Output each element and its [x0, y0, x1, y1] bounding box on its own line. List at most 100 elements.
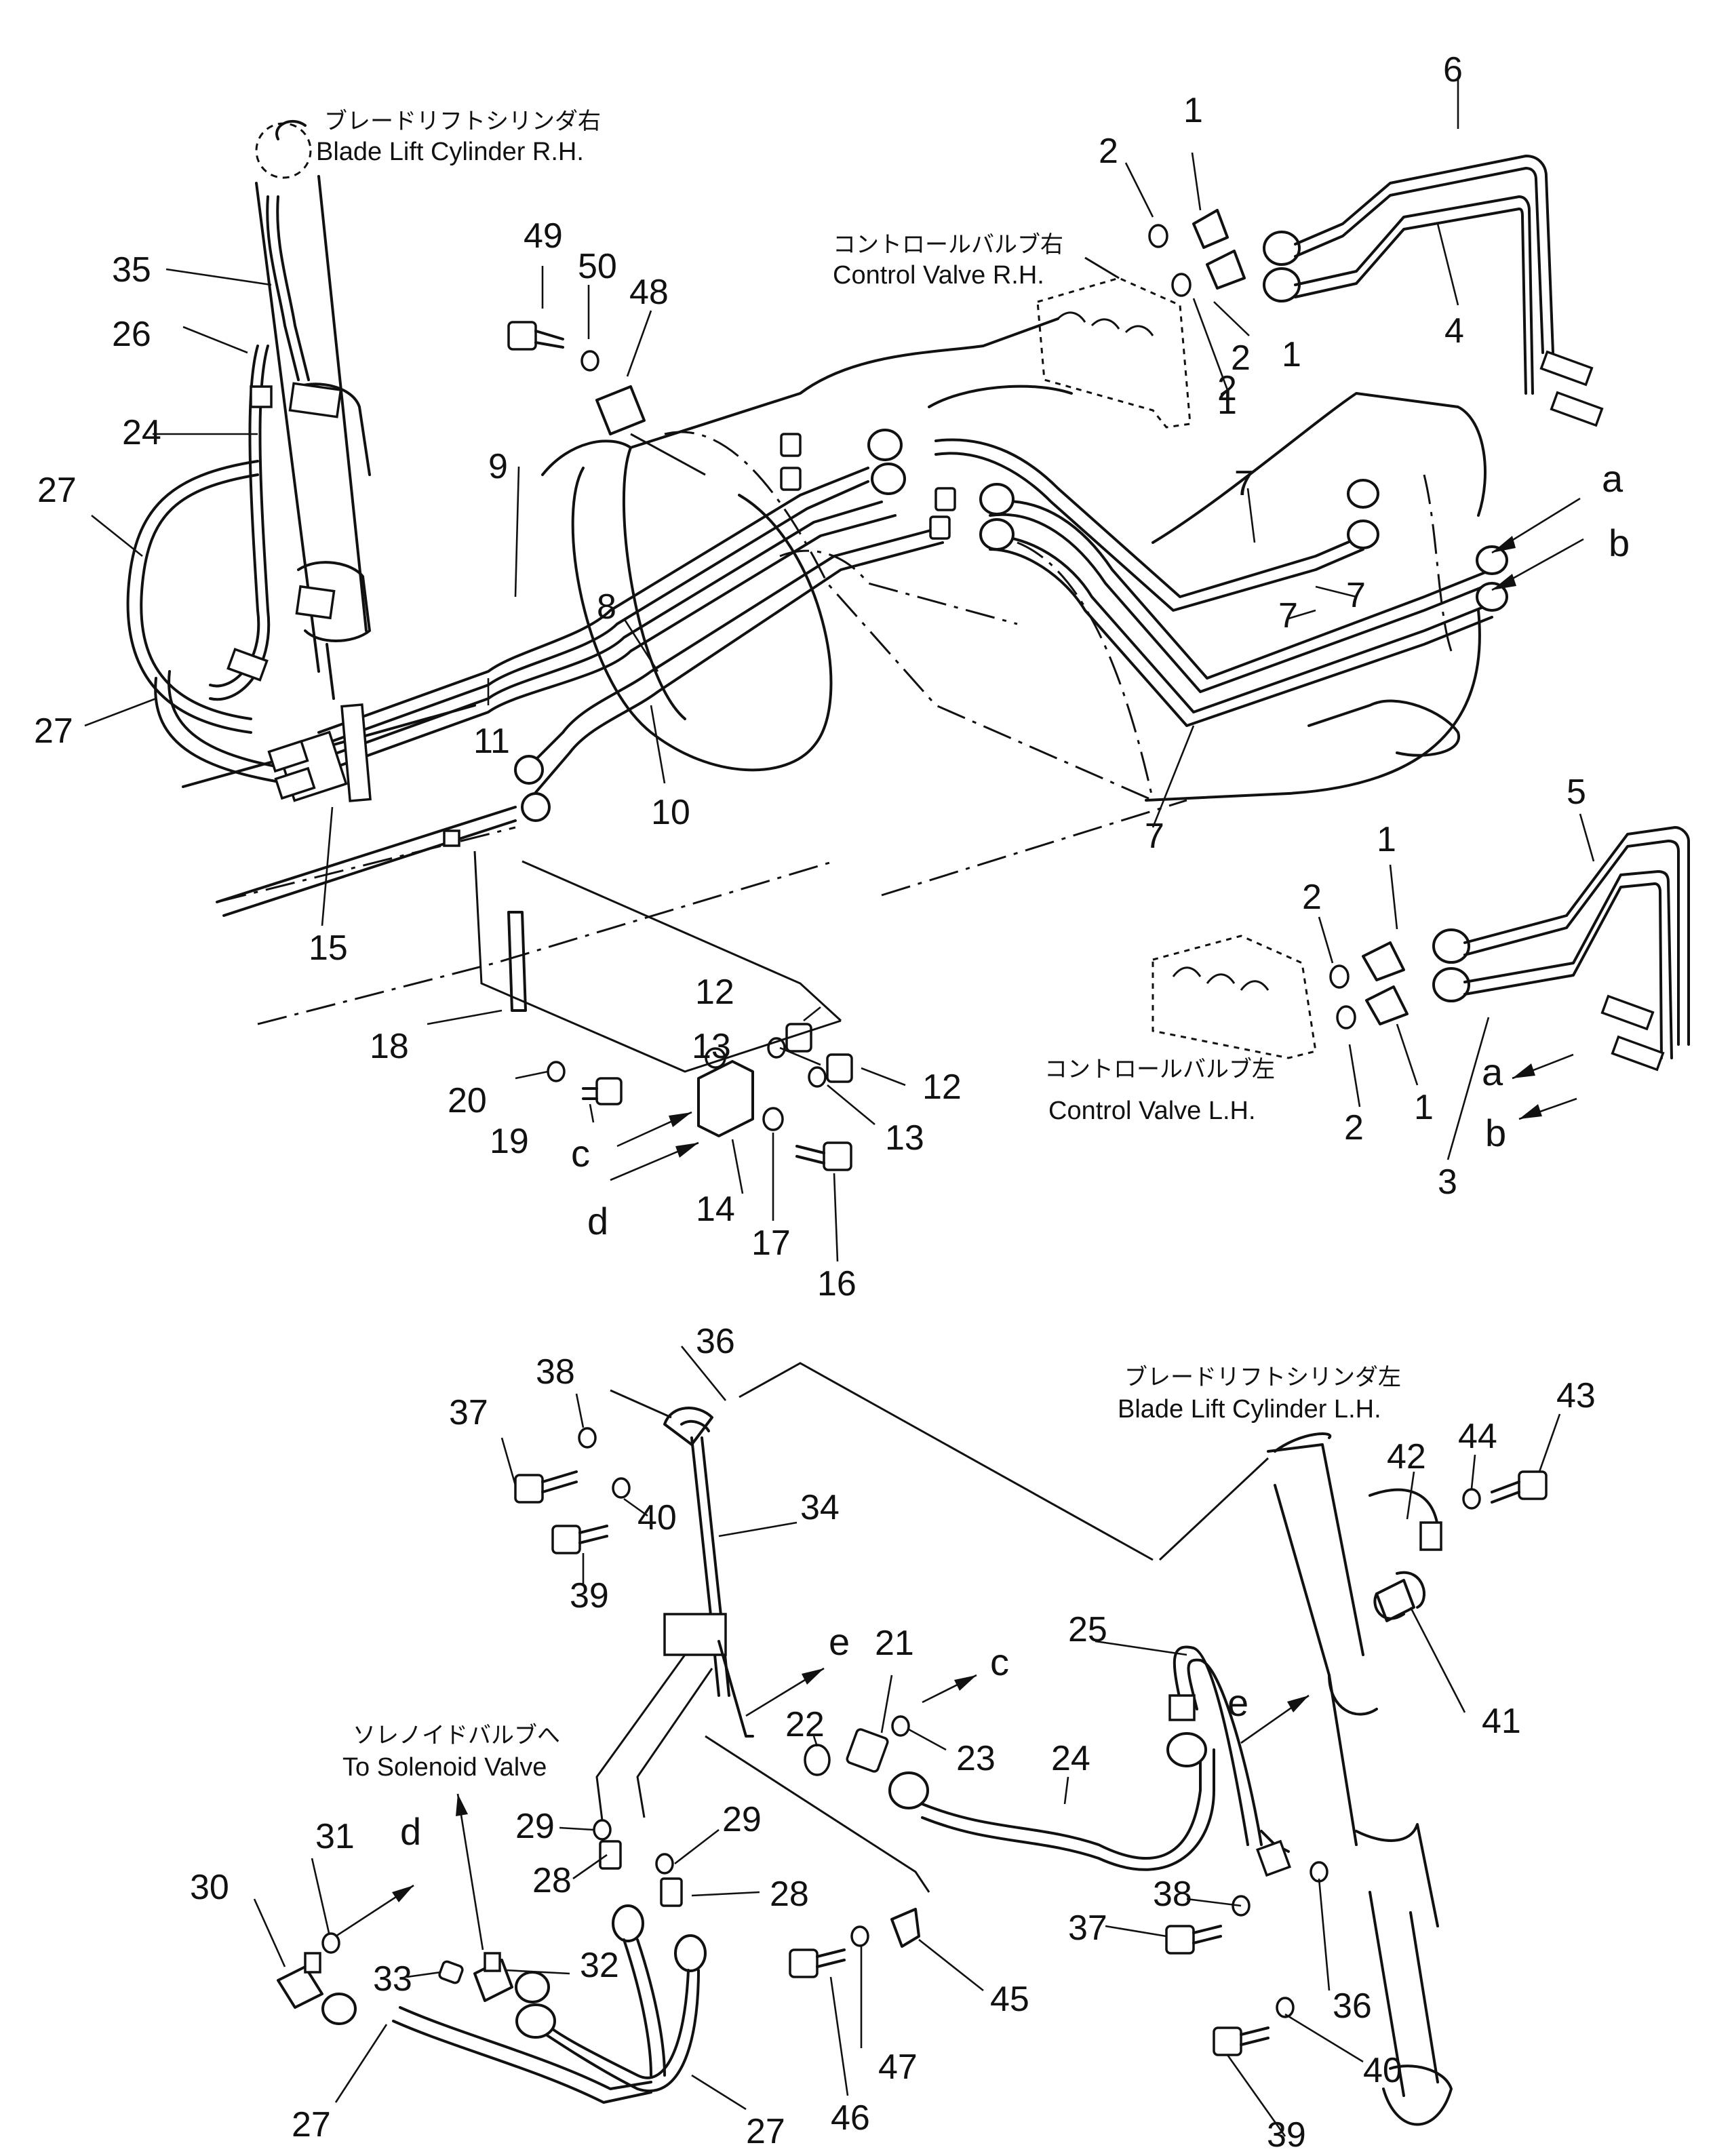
part-callout-26: 26 [112, 315, 151, 354]
part-callout-8: 8 [597, 587, 616, 627]
svg-text:e: e [829, 1620, 850, 1663]
part-callout-39: 39 [1267, 2115, 1306, 2155]
caption-solenoid-valve: ソレノイドバルブへ To Solenoid Valve [342, 1723, 560, 1782]
part-callout-13: 13 [885, 1118, 924, 1158]
part-callout-27: 27 [292, 2105, 331, 2144]
part-callout-2: 2 [1302, 878, 1322, 917]
svg-text:Control Valve R.H.: Control Valve R.H. [833, 261, 1044, 290]
svg-text:d: d [400, 1810, 421, 1853]
part-callout-3: 3 [1438, 1162, 1457, 1202]
part-callout-45: 45 [990, 1980, 1029, 2019]
blade-lift-cylinder-lh [1158, 1432, 1453, 2126]
part-callout-15: 15 [309, 928, 348, 968]
part-callout-36: 36 [696, 1322, 735, 1361]
part-callout-4: 4 [1444, 311, 1464, 351]
part-callout-46: 46 [831, 2098, 870, 2138]
chassis-outline [182, 317, 1487, 1025]
svg-text:a: a [1482, 1051, 1503, 1093]
hose-24-lower [804, 1645, 1291, 1877]
part-callout-44: 44 [1458, 1417, 1497, 1456]
svg-text:Blade Lift Cylinder L.H.: Blade Lift Cylinder L.H. [1118, 1395, 1381, 1424]
part-callout-37: 37 [449, 1393, 488, 1432]
part-callout-17: 17 [751, 1223, 791, 1263]
svg-text:c: c [571, 1132, 590, 1175]
svg-text:ブレードリフトシリンダ右: ブレードリフトシリンダ右 [324, 109, 601, 134]
svg-text:To Solenoid Valve: To Solenoid Valve [342, 1753, 547, 1782]
part-callout-41: 41 [1482, 1702, 1521, 1741]
part-callout-5: 5 [1567, 772, 1586, 812]
part-callout-48: 48 [629, 273, 669, 312]
svg-text:e: e [1227, 1681, 1248, 1724]
bolts-37-39-lower [789, 1861, 1328, 2056]
part-callout-11: 11 [473, 722, 510, 761]
part-callout-14: 14 [696, 1190, 735, 1229]
part-callout-6: 6 [1443, 50, 1463, 90]
part-callout-29: 29 [722, 1800, 762, 1839]
part-callout-1: 1 [1414, 1088, 1434, 1127]
svg-text:a: a [1602, 457, 1623, 500]
part-callout-27: 27 [746, 2112, 785, 2151]
part-callout-37: 37 [1068, 1908, 1107, 1948]
part-callout-1: 1 [1183, 91, 1203, 130]
bolts-37-39-upper [514, 1427, 631, 1554]
part-callout-12: 12 [922, 1067, 962, 1107]
part-callout-38: 38 [536, 1352, 575, 1392]
part-callout-13: 13 [692, 1027, 731, 1066]
part-callout-24: 24 [122, 413, 161, 452]
hoses-rh-cylinder [126, 195, 320, 788]
part-callout-36: 36 [1333, 1986, 1372, 2026]
part-callout-47: 47 [878, 2047, 918, 2087]
part-callout-29: 29 [515, 1807, 555, 1846]
part-callout-21: 21 [875, 1624, 914, 1663]
part-callout-18: 18 [370, 1027, 409, 1066]
part-callout-34: 34 [800, 1488, 840, 1527]
part-callout-1: 1 [1377, 820, 1396, 859]
part-callout-20: 20 [448, 1081, 487, 1120]
part-callout-1: 1 [1282, 335, 1301, 374]
part-callout-27: 27 [34, 711, 73, 751]
valve-fittings-rh [443, 429, 1508, 847]
part-callout-19: 19 [490, 1122, 529, 1161]
part-callout-39: 39 [570, 1576, 609, 1615]
part-callout-24: 24 [1051, 1739, 1090, 1778]
blade-lift-cylinder-rh [255, 120, 371, 700]
part-callout-31: 31 [315, 1817, 355, 1856]
svg-text:コントロールバルブ左: コントロールバルブ左 [1044, 1057, 1275, 1082]
caption-control-valve-lh: コントロールバルブ左 Control Valve L.H. [1044, 1057, 1275, 1125]
part-callout-43: 43 [1556, 1376, 1596, 1415]
part-callout-2: 2 [1217, 369, 1237, 408]
part-callout-7: 7 [1145, 817, 1164, 856]
part-callout-27: 27 [37, 471, 77, 510]
part-callout-38: 38 [1153, 1875, 1192, 1914]
part-callout-30: 30 [190, 1868, 229, 1907]
elbows-control-valve-rh [1148, 209, 1301, 302]
part-callout-50: 50 [578, 247, 617, 286]
part-callout-9: 9 [488, 447, 508, 486]
part-callout-28: 28 [770, 1875, 809, 1914]
part-callout-33: 33 [373, 1959, 412, 1999]
svg-text:Control Valve L.H.: Control Valve L.H. [1048, 1097, 1256, 1125]
part-callout-16: 16 [817, 1264, 857, 1304]
leader-lines [84, 78, 1595, 2137]
part-callout-22: 22 [785, 1705, 825, 1744]
clamp-48-49-50 [507, 321, 706, 476]
part-callout-7: 7 [1278, 596, 1298, 635]
svg-text:b: b [1609, 522, 1630, 564]
hose-27-lower [392, 1819, 707, 2104]
part-callout-42: 42 [1387, 1437, 1426, 1476]
part-callout-49: 49 [524, 216, 563, 256]
svg-text:コントロールバルブ右: コントロールバルブ右 [833, 232, 1063, 258]
part-callout-1: 1 [1217, 383, 1237, 422]
clamp-41-42 [1369, 1470, 1548, 1622]
svg-text:d: d [587, 1200, 608, 1242]
svg-text:c: c [990, 1641, 1009, 1683]
caption-lift-cylinder-rh: ブレードリフトシリンダ右 Blade Lift Cylinder R.H. [316, 109, 601, 166]
svg-text:ブレードリフトシリンダ左: ブレードリフトシリンダ左 [1124, 1365, 1401, 1390]
pipes-3-5-lh [1463, 826, 1690, 1072]
elbows-control-valve-lh [1329, 928, 1470, 1030]
part-callout-7: 7 [1234, 464, 1254, 503]
part-callout-2: 2 [1231, 338, 1251, 378]
part-callout-35: 35 [112, 250, 151, 290]
